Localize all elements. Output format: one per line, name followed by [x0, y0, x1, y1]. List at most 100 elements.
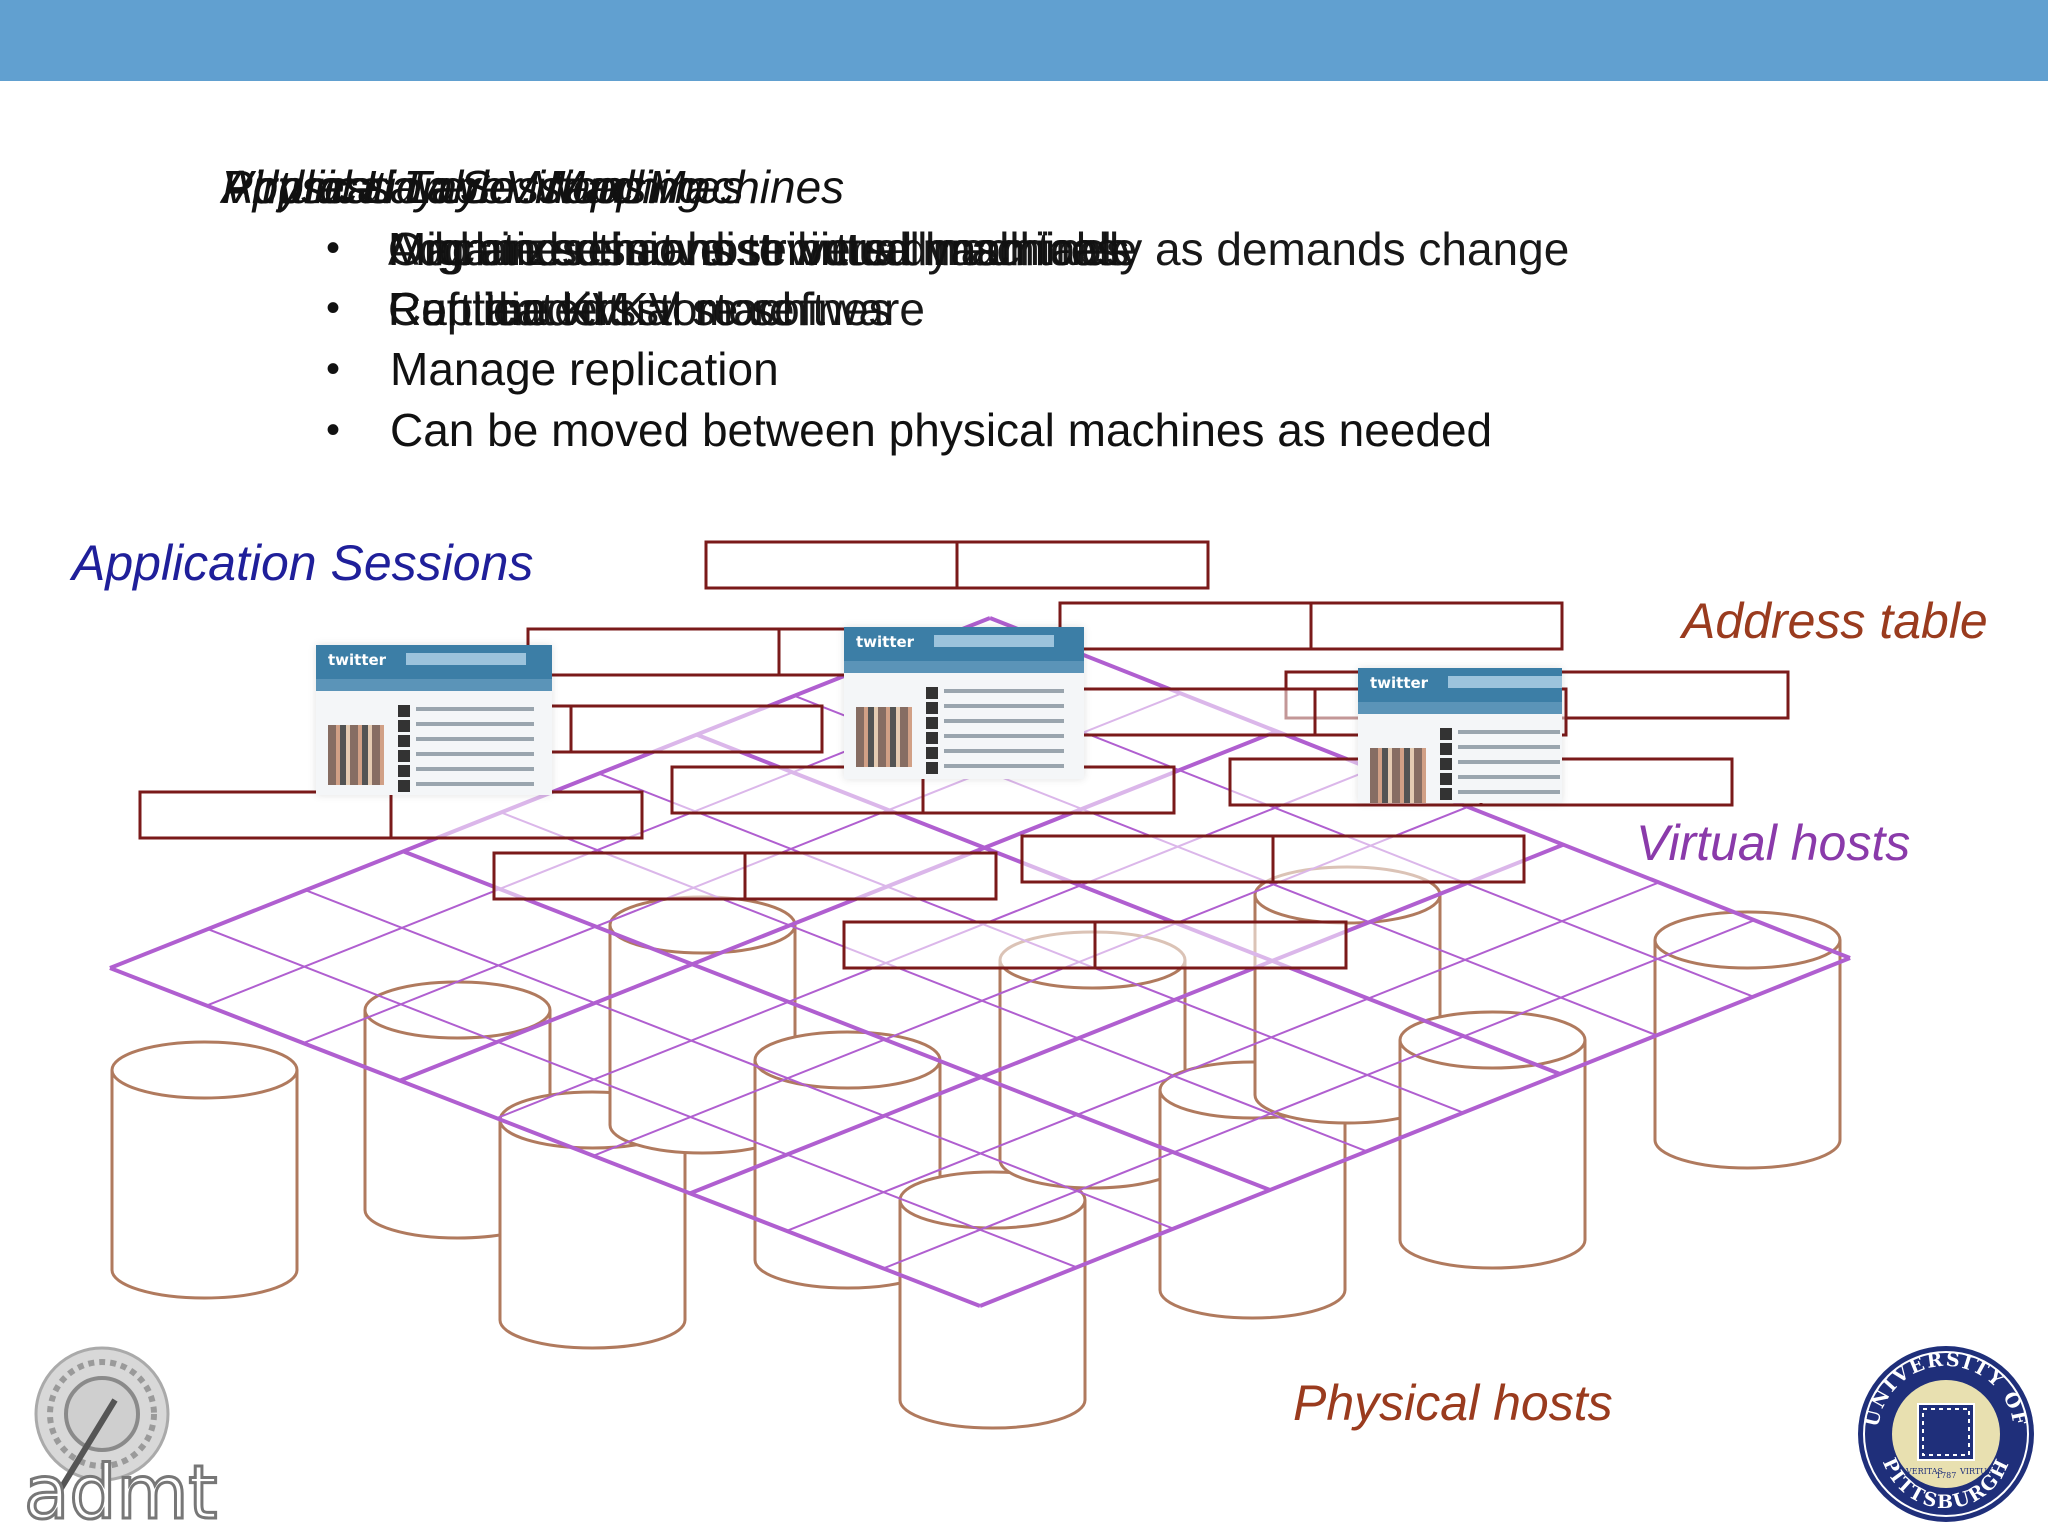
virtual-grid-line [109, 966, 981, 1308]
cylinder-top [1653, 910, 1842, 970]
screenshot-text-line [944, 749, 1064, 753]
physical-hosts-cylinders [110, 865, 1842, 1430]
admt-logo-text: admt [24, 1450, 217, 1530]
bullet-manage-replication: Manage replication [390, 343, 779, 395]
physical-host-cylinder [498, 1090, 687, 1350]
virtual-grid-line [207, 928, 1078, 1269]
screenshot-avatar-grid [1370, 748, 1426, 803]
cylinder-top [110, 1040, 299, 1100]
screenshot-avatar [926, 747, 938, 759]
screenshot-text-line [944, 704, 1064, 708]
screenshot-avatar [1440, 788, 1452, 800]
screenshot-avatar [1440, 728, 1452, 740]
bullet-1: • [326, 226, 341, 270]
heading-virtual-layer: Virtual Layer: Virtual Machines [222, 161, 845, 213]
label-physical-hosts: Physical hosts [1293, 1375, 1613, 1431]
line2-b: Raft leaders [388, 283, 637, 335]
address-table-entry [842, 920, 1348, 970]
screenshot-avatar [926, 717, 938, 729]
heading-application-sessions: Application Sessions [222, 161, 647, 213]
screenshot-text-line [416, 722, 534, 726]
screenshot-search-bar [934, 635, 1054, 647]
application-session-screenshot: twitter [1358, 668, 1562, 803]
cylinder-body [998, 960, 1187, 1190]
screenshot-header: twitter [1358, 668, 1562, 702]
line1-b: Add and remove servers dynamically as de… [388, 223, 1570, 275]
screenshot-text-line [944, 689, 1064, 693]
screenshot-text-line [416, 707, 534, 711]
university-seal: UNIVERSITY OF PITTSBURGH VERITAS 1787 VI… [1858, 1346, 2034, 1522]
cylinder-top [363, 980, 552, 1040]
screenshot-text-line [416, 767, 534, 771]
screenshot-avatar [398, 720, 410, 732]
address-table-entry [704, 540, 1210, 590]
virtual-grid-line [882, 919, 1755, 1270]
screenshot-text-line [1458, 775, 1560, 779]
heading-address-table: Address Table Mapping [222, 161, 704, 213]
seal-motto-right: VIRTUS [1959, 1467, 1992, 1476]
physical-host-cylinder [110, 1040, 299, 1300]
screenshot-nav [844, 661, 1084, 673]
admt-logo: admt [23, 1346, 219, 1530]
address-table-entry [492, 851, 998, 901]
virtual-grid-line [402, 849, 1271, 1192]
screenshot-avatar [926, 702, 938, 714]
virtual-grid-line [305, 889, 1174, 1230]
cylinder-body [498, 1120, 687, 1350]
seal-motto-left: VERITAS [1905, 1467, 1943, 1476]
cylinder-body [1653, 940, 1842, 1170]
bullet-4: • [326, 408, 341, 452]
physical-host-cylinder [898, 1170, 1087, 1430]
screenshot-avatar [926, 687, 938, 699]
screenshot-avatar-grid [856, 707, 912, 767]
cylinder-top [898, 1170, 1087, 1230]
line2-d: Replicated KV store [388, 283, 795, 335]
line2-c: Contain virtual machines [388, 283, 892, 335]
screenshot-search-bar [1448, 676, 1562, 688]
screenshot-text-line [416, 752, 534, 756]
title-bar [0, 0, 2048, 81]
screenshot-search-bar [406, 653, 526, 665]
screenshot-text-line [944, 719, 1064, 723]
screenshot-avatar [398, 780, 410, 792]
application-session-screenshot: twitter [316, 645, 552, 795]
cylinder-top [1398, 1010, 1587, 1070]
cylinder-body [110, 1070, 299, 1300]
screenshot-avatar [398, 735, 410, 747]
screenshot-brand: twitter [328, 651, 387, 669]
screenshot-avatar [398, 765, 410, 777]
bullet-can-be-moved: Can be moved between physical machines a… [390, 404, 1493, 456]
physical-host-cylinder [608, 895, 797, 1155]
screenshot-brand: twitter [856, 633, 915, 651]
screenshot-text-line [1458, 790, 1560, 794]
address-table-entry [1020, 834, 1526, 884]
screenshot-avatar [926, 762, 938, 774]
cylinder-body [1398, 1040, 1587, 1270]
screenshot-avatar [398, 750, 410, 762]
virtual-grid-line [786, 881, 1660, 1232]
seal-year: 1787 [1936, 1471, 1956, 1480]
screenshot-header: twitter [316, 645, 552, 679]
screenshot-text-line [944, 734, 1064, 738]
line1-c: Machines that host virtual machines [388, 223, 1120, 275]
physical-host-cylinder [1653, 910, 1842, 1170]
label-application-sessions: Application Sessions [72, 535, 534, 591]
virtual-grid-line [979, 956, 1851, 1308]
screenshot-text-line [944, 764, 1064, 768]
screenshot-text-line [1458, 730, 1560, 734]
bullet-2: • [326, 286, 341, 330]
bullet-3: • [326, 347, 341, 391]
line1-a: Organized in a distributed hash table [388, 223, 1138, 275]
address-table-entry [138, 790, 644, 840]
line2-a: Run the KV store software [388, 283, 925, 335]
line1-d: Migrate sessions to virtual machines [388, 223, 1130, 275]
application-session-screenshot: twitter [844, 627, 1084, 779]
screenshot-avatar-grid [328, 725, 384, 785]
screenshot-text-line [1458, 745, 1560, 749]
cylinder-body [1158, 1090, 1347, 1320]
screenshot-avatar [1440, 758, 1452, 770]
screenshot-avatar [398, 705, 410, 717]
screenshot-text-line [416, 737, 534, 741]
heading-physical-layer: Physical Layer: Machines [222, 161, 744, 213]
